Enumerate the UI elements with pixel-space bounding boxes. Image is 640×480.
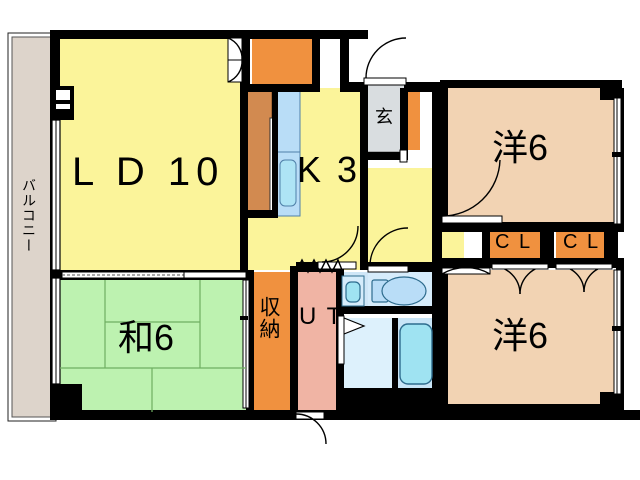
room-label-ld: L D 10	[72, 150, 225, 194]
western-room-lower-area	[440, 270, 622, 412]
utility-area	[296, 272, 340, 412]
room-label-closet-cl-upper: C L	[495, 231, 533, 253]
washitsu-notch	[60, 384, 82, 414]
plumbing-fixtures	[341, 275, 433, 385]
room-label-closet-shuno: 収納	[257, 296, 280, 340]
step-zigzag-symbol	[295, 258, 343, 274]
balcony-area	[7, 32, 57, 422]
room-label-western-upper: 洋6	[492, 127, 549, 168]
room-label-washitsu: 和6	[118, 317, 175, 358]
washitsu-area	[60, 278, 250, 414]
living-dining-area	[58, 38, 240, 270]
tatami-grid	[60, 280, 246, 412]
room-label-closet-cl-lower: C L	[563, 231, 601, 253]
room-label-utility: U T	[299, 303, 344, 330]
room-label-kitchen: K 3	[297, 149, 361, 190]
room-label-balcony: バルコニー	[21, 178, 37, 253]
room-label-western-lower: 洋6	[492, 315, 549, 356]
window-symbols	[51, 97, 622, 409]
room-label-genkan: 玄	[375, 107, 393, 127]
door-symbols	[227, 37, 613, 445]
western-room-upper-area	[440, 86, 622, 226]
